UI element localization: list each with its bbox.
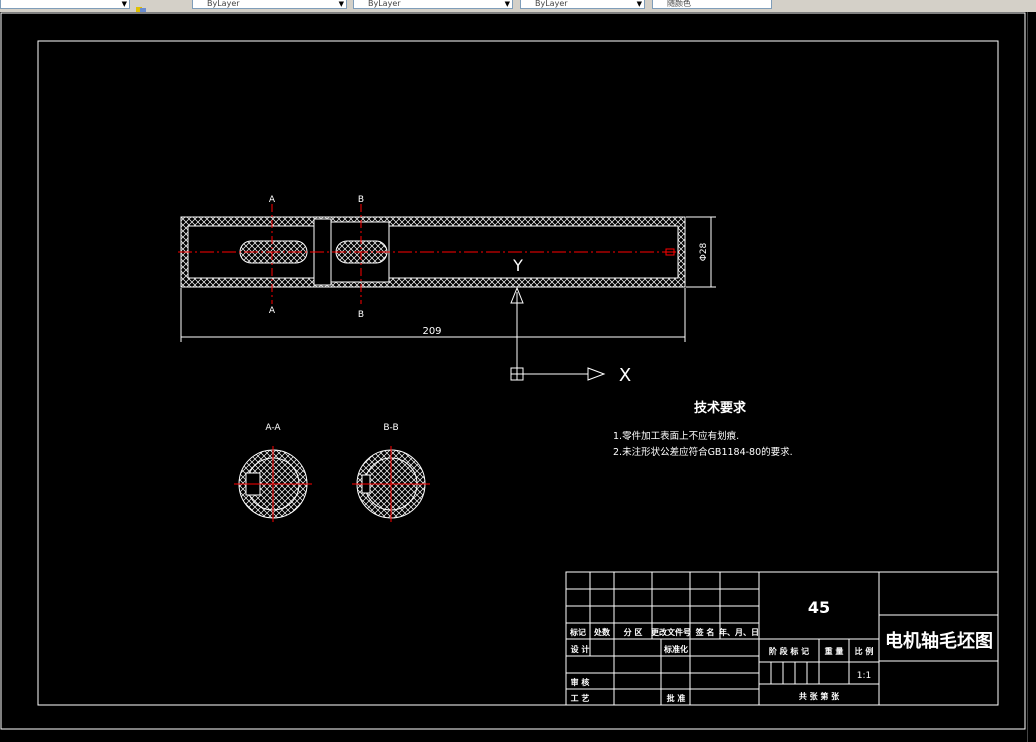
- section-mark-a-top: A: [269, 195, 276, 205]
- dimension-length-value: 209: [422, 326, 441, 337]
- section-a-label: A-A: [265, 423, 281, 433]
- tb-approve: 批 准: [667, 693, 686, 703]
- tb-ratio: 比 例: [855, 646, 874, 656]
- sheet-inner-border: [37, 40, 999, 706]
- tb-scale: 1:1: [857, 671, 871, 681]
- tb-process: 工 艺: [571, 693, 590, 703]
- tb-standardization: 标准化: [663, 644, 688, 654]
- tb-part-name: 电机轴毛坯图: [885, 630, 993, 652]
- tb-sheets: 共 张 第 张: [799, 691, 840, 701]
- tb-weight: 重 量: [825, 646, 844, 656]
- tb-header-count: 处数: [593, 627, 611, 637]
- dimension-length[interactable]: 209: [180, 288, 686, 342]
- tech-requirements-title: 技术要求: [694, 400, 747, 416]
- lineweight-combo[interactable]: ByLayer ▼: [520, 0, 645, 9]
- tb-stage-mark: 阶 段 标 记: [769, 646, 809, 656]
- tb-header-date: 年、月、日: [719, 627, 759, 637]
- plotstyle-combo[interactable]: 随颜色: [652, 0, 772, 9]
- ucs-x-arrow: [587, 367, 606, 381]
- tb-review: 审 核: [571, 677, 590, 687]
- tb-material: 45: [808, 598, 830, 617]
- vertical-scrollbar[interactable]: [1027, 12, 1036, 742]
- tech-requirement-2: 2.未注形状公差应符合GB1184-80的要求.: [613, 446, 793, 458]
- section-view-a[interactable]: A-A: [234, 423, 312, 522]
- drawing-canvas[interactable]: A A B B 209 Φ28 X Y A-A B-B: [0, 12, 1036, 742]
- color-combo[interactable]: ByLayer ▼: [192, 0, 347, 9]
- layer-combo[interactable]: ▼: [0, 0, 130, 9]
- layer-state-icon[interactable]: [136, 0, 146, 14]
- section-view-b[interactable]: B-B: [352, 423, 430, 522]
- tb-header-signature: 签 名: [695, 627, 715, 637]
- title-block-text: 45 电机轴毛坯图 1:1 标记 处数 分 区 更改文件号 签 名 年、月、日 …: [569, 598, 993, 703]
- chevron-down-icon: ▼: [121, 0, 127, 8]
- sheet-outer-border: [0, 12, 1026, 730]
- title-block[interactable]: [565, 571, 999, 706]
- technical-requirements[interactable]: 技术要求 1.零件加工表面上不应有划痕. 2.未注形状公差应符合GB1184-8…: [613, 400, 793, 458]
- dimension-diameter[interactable]: Φ28: [686, 216, 716, 288]
- cad-drawing: A A B B 209 Φ28 X Y A-A B-B: [0, 12, 1026, 730]
- dimension-diameter-value: Φ28: [699, 242, 709, 261]
- section-mark-b-bottom: B: [358, 310, 364, 320]
- ucs-y-arrow: [510, 286, 524, 304]
- linetype-combo[interactable]: ByLayer ▼: [353, 0, 513, 9]
- ucs-x-label: X: [619, 365, 631, 386]
- ucs-icon: X Y: [510, 256, 631, 386]
- linetype-combo-value: ByLayer: [368, 0, 401, 8]
- center-hole: [665, 248, 675, 256]
- chevron-down-icon: ▼: [338, 0, 344, 8]
- shaft-main-view[interactable]: A A B B: [178, 195, 686, 320]
- plotstyle-combo-value: 随颜色: [667, 0, 691, 8]
- tech-requirement-1: 1.零件加工表面上不应有划痕.: [613, 430, 739, 442]
- color-combo-value: ByLayer: [207, 0, 240, 8]
- chevron-down-icon: ▼: [636, 0, 642, 8]
- section-b-label: B-B: [383, 423, 398, 433]
- section-mark-b-top: B: [358, 195, 364, 205]
- layer-toolbar: ▼ ByLayer ▼ ByLayer ▼ ByLayer ▼ 随颜色: [0, 0, 1036, 14]
- tb-header-zone: 分 区: [624, 627, 643, 637]
- chevron-down-icon: ▼: [504, 0, 510, 8]
- tb-design: 设 计: [571, 644, 590, 654]
- ucs-y-label: Y: [512, 256, 523, 275]
- lineweight-combo-value: ByLayer: [535, 0, 568, 8]
- tb-header-change-doc: 更改文件号: [651, 627, 691, 637]
- section-mark-a-bottom: A: [269, 306, 276, 316]
- tb-header-mark: 标记: [569, 627, 586, 637]
